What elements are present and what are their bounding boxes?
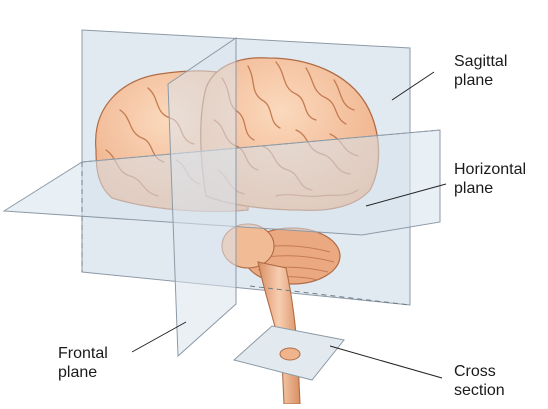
horizontal-label-line2: plane xyxy=(454,180,494,197)
cross-section-cut xyxy=(279,347,301,361)
sagittal-label-line2: plane xyxy=(454,72,494,89)
cross-label-line2: section xyxy=(454,382,505,399)
frontal-plane xyxy=(167,37,237,358)
cross-section-label: Cross section xyxy=(454,362,505,400)
horizontal-leader xyxy=(365,183,447,207)
frontal-label-line2: plane xyxy=(58,364,98,381)
cross-leader xyxy=(329,345,443,379)
sagittal-leader xyxy=(391,71,435,101)
horizontal-plane-back-edge xyxy=(81,129,441,163)
horizontal-plane-label: Horizontal plane xyxy=(454,160,526,198)
sagittal-label-line1: Sagittal xyxy=(454,53,508,70)
leader-lines xyxy=(131,71,447,379)
cross-label-line1: Cross xyxy=(454,363,496,380)
frontal-label-line1: Frontal xyxy=(58,345,108,362)
frontal-leader xyxy=(131,321,187,353)
sagittal-plane-label: Sagittal plane xyxy=(454,52,507,90)
plane-intersections xyxy=(81,162,411,306)
frontal-plane-label: Frontal plane xyxy=(58,344,108,382)
horizontal-label-line1: Horizontal xyxy=(454,161,527,178)
